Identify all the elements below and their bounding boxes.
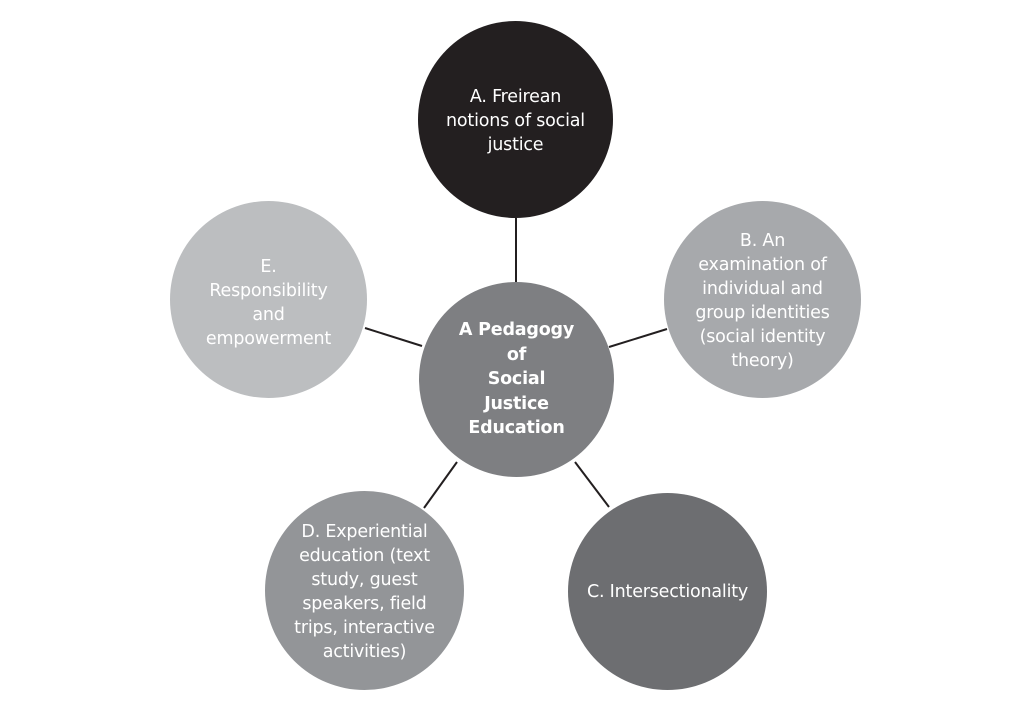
node-experiential: D. Experiential education (text study, g…: [265, 491, 464, 690]
node-identities: B. An examination of individual and grou…: [664, 201, 861, 398]
node-intersectionality: C. Intersectionality: [568, 493, 767, 690]
connector-b: [608, 328, 668, 348]
connector-d: [423, 461, 458, 509]
node-center-pedagogy: A Pedagogy of Social Justice Education: [419, 282, 614, 477]
node-responsibility: E. Responsibility and empowerment: [170, 201, 367, 398]
node-experiential-label: D. Experiential education (text study, g…: [294, 521, 435, 662]
connector-e: [364, 327, 423, 347]
node-freirean: A. Freirean notions of social justice: [418, 21, 613, 218]
node-center-label: A Pedagogy of Social Justice Education: [458, 320, 575, 439]
node-responsibility-label: E. Responsibility and empowerment: [205, 256, 332, 349]
connector-c: [574, 461, 610, 508]
node-identities-label: B. An examination of individual and grou…: [695, 230, 830, 371]
node-freirean-label: A. Freirean notions of social justice: [446, 86, 585, 155]
node-intersectionality-label: C. Intersectionality: [586, 581, 749, 602]
